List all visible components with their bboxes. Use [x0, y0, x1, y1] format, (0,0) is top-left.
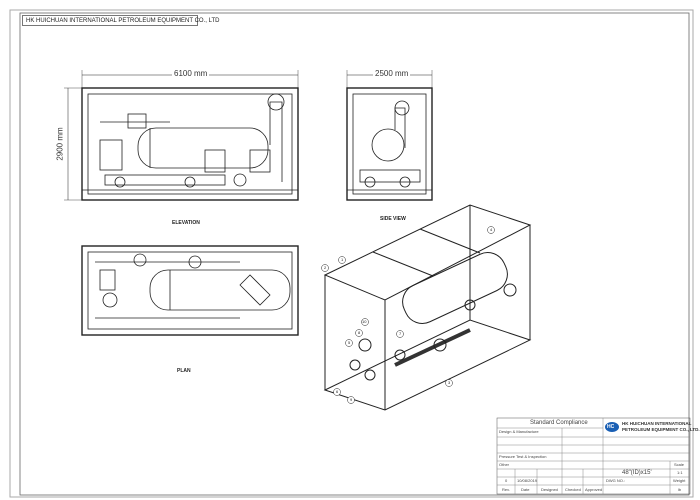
scale-label: Scale [674, 462, 685, 467]
elevation-height-dim: 2900 mm [55, 127, 65, 161]
company-name-line1: HK HUICHUAN INTERNATIONAL [622, 421, 692, 426]
drawing-title: 48"(ID)x15' [622, 470, 652, 476]
standard-compliance-heading: Standard Compliance [530, 420, 588, 426]
dwg-no-label: DWG NO.: [606, 478, 626, 483]
callout-markers [321, 226, 495, 404]
callout-6: 6 [336, 389, 339, 394]
side-width-dim: 2500 mm [373, 69, 411, 78]
rev-value: 0 [505, 478, 508, 483]
weight-label: Weight [673, 478, 686, 483]
callout-2: 2 [324, 265, 327, 270]
design-manufacture-label: Design & Manufacture [499, 429, 539, 434]
isometric-view [323, 204, 532, 411]
company-logo [605, 422, 619, 432]
side-view [346, 70, 433, 201]
callout-1: 1 [341, 257, 344, 262]
plan-label: PLAN [177, 368, 191, 374]
date-value: 10/08/2019 [517, 478, 538, 483]
callout-4: 4 [490, 227, 493, 232]
callout-8: 8 [358, 330, 361, 335]
col-checked: Checked [565, 487, 581, 492]
pressure-test-label: Pressure Test & Inspection [499, 454, 547, 459]
elevation-view [64, 70, 299, 201]
elevation-width-dim: 6100 mm [172, 69, 210, 78]
elevation-label: ELEVATION [172, 220, 200, 226]
logo-text: HC [607, 424, 615, 430]
plan-view [81, 245, 299, 336]
weight-unit: lb [678, 487, 682, 492]
callout-10: 10 [362, 319, 367, 324]
company-banner: HK HUICHUAN INTERNATIONAL PETROLEUM EQUI… [22, 15, 219, 26]
col-approved: Approved [585, 487, 603, 492]
other-label: Other [499, 462, 510, 467]
col-designed: Designed [541, 487, 558, 492]
company-name-line2: PETROLEUM EQUIPMENT CO., LTD. [622, 427, 700, 432]
callout-7: 7 [399, 331, 402, 336]
title-block-grid [496, 417, 691, 495]
callout-5: 5 [348, 340, 351, 345]
col-rev: Rev. [502, 487, 510, 492]
col-date: Date [521, 487, 530, 492]
side-view-label: SIDE VIEW [380, 216, 406, 222]
callout-3: 3 [448, 380, 451, 385]
callout-9: 9 [350, 397, 353, 402]
scale-value: 1:1 [677, 470, 683, 475]
